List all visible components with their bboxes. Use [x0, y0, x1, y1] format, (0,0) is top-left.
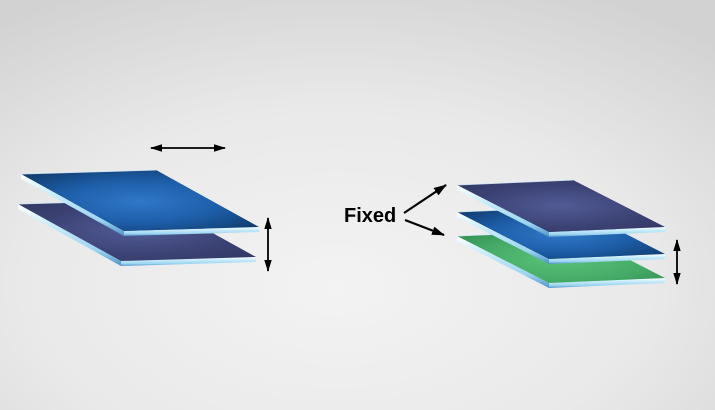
plate-front-edge: [549, 227, 665, 237]
right-stack-top-plate: [456, 179, 665, 237]
plate-front-edge: [549, 278, 665, 288]
left-stack-top-plate: [20, 169, 259, 236]
plate-left-edge: [21, 174, 124, 236]
plate-back-highlight: [456, 179, 574, 186]
plate-front-edge: [124, 227, 259, 236]
plate-left-edge: [457, 185, 549, 237]
left-stack: [17, 144, 272, 272]
plate-left-edge: [18, 204, 121, 266]
plate-left-edge: [457, 212, 549, 264]
plate-front-edge: [549, 254, 665, 264]
plate-back-highlight: [20, 169, 157, 175]
fixed-arrow-bottom-icon: [404, 218, 445, 237]
fixed-pointer-arrows: [403, 184, 447, 237]
plate-top-face: [457, 180, 665, 232]
right-stack: [456, 179, 681, 288]
fixed-arrow-top-icon: [403, 184, 447, 214]
fixed-label: Fixed: [344, 205, 396, 227]
plate-front-edge: [121, 257, 256, 266]
plate-top-face: [21, 170, 259, 231]
plate-left-edge: [457, 236, 549, 288]
